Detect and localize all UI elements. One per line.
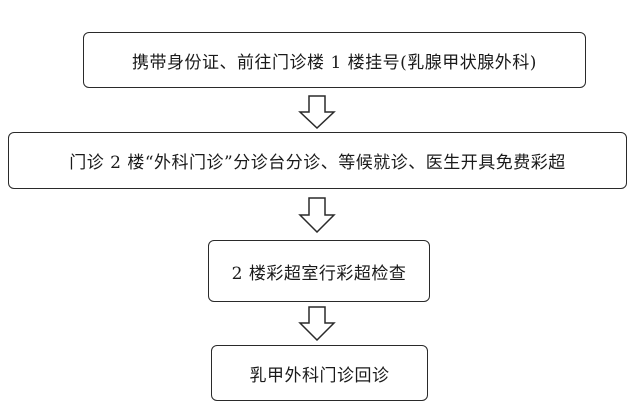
- down-arrow-icon: [298, 95, 336, 129]
- flow-step-ultrasound: 2 楼彩超室行彩超检查: [208, 240, 430, 302]
- flow-step-register: 携带身份证、前往门诊楼 1 楼挂号(乳腺甲状腺外科): [83, 32, 586, 88]
- down-arrow-icon: [298, 306, 336, 341]
- flow-step-triage: 门诊 2 楼“外科门诊”分诊台分诊、等候就诊、医生开具免费彩超: [8, 132, 627, 189]
- flow-step-follow-up: 乳甲外科门诊回诊: [211, 345, 428, 401]
- down-arrow-icon: [298, 197, 336, 233]
- flow-step-triage-label: 门诊 2 楼“外科门诊”分诊台分诊、等候就诊、医生开具免费彩超: [69, 153, 566, 173]
- flow-step-register-label: 携带身份证、前往门诊楼 1 楼挂号(乳腺甲状腺外科): [132, 52, 537, 73]
- flow-step-follow-up-label: 乳甲外科门诊回诊: [249, 365, 390, 386]
- flow-step-ultrasound-label: 2 楼彩超室行彩超检查: [231, 263, 407, 284]
